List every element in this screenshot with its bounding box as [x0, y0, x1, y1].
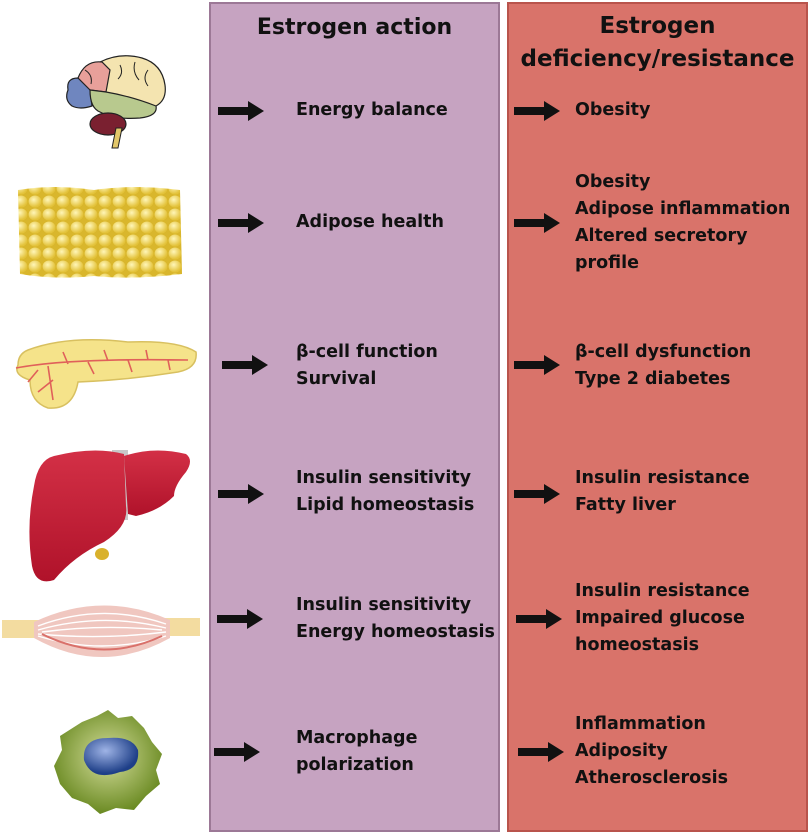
deficiency-label-macrophage: Inflammation Adiposity Atherosclerosis: [575, 714, 729, 788]
liver-icon: [29, 450, 190, 582]
arrow-right-icon: [214, 742, 260, 762]
arrow-right-icon: [514, 355, 560, 375]
arrow-right-icon: [217, 609, 263, 629]
deficiency-label-liver: Insulin resistance Fatty liver: [575, 468, 750, 515]
arrow-right-icon: [218, 484, 264, 504]
action-label-muscle: Insulin sensitivity Energy homeostasis: [296, 595, 495, 642]
action-label-pancreas: β-cell function Survival: [296, 342, 438, 389]
arrow-right-icon: [514, 101, 560, 121]
macrophage-icon: [54, 710, 162, 814]
arrow-right-icon: [514, 484, 560, 504]
estrogen-action-panel: [209, 2, 500, 832]
arrow-right-icon: [518, 742, 564, 762]
arrow-right-icon: [218, 101, 264, 121]
deficiency-label-muscle: Insulin resistance Impaired glucose home…: [575, 581, 750, 655]
arrow-right-icon: [514, 213, 560, 233]
action-label-liver: Insulin sensitivity Lipid homeostasis: [296, 468, 475, 515]
brain-icon: [66, 55, 166, 149]
action-label-brain: Energy balance: [296, 100, 448, 120]
estrogen-action-title: Estrogen action: [256, 15, 453, 40]
arrow-right-icon: [222, 355, 268, 375]
deficiency-label-brain: Obesity: [575, 100, 651, 120]
estrogen-deficiency-panel: [507, 2, 808, 832]
estrogen-deficiency-title: Estrogen deficiency/resistance: [507, 10, 808, 76]
deficiency-label-pancreas: β-cell dysfunction Type 2 diabetes: [575, 342, 752, 389]
adipose-tissue-icon: [18, 187, 182, 278]
estrogen-deficiency-title-line2: deficiency/resistance: [520, 46, 795, 72]
pancreas-icon: [15, 339, 197, 409]
estrogen-deficiency-title-line1: Estrogen: [599, 13, 716, 39]
muscle-icon: [2, 605, 200, 657]
arrow-right-icon: [218, 213, 264, 233]
action-label-adipose: Adipose health: [296, 212, 444, 232]
action-label-macrophage: Macrophage polarization: [296, 728, 418, 775]
arrow-right-icon: [516, 609, 562, 629]
deficiency-label-adipose: Obesity Adipose inflammation Altered sec…: [575, 172, 791, 273]
